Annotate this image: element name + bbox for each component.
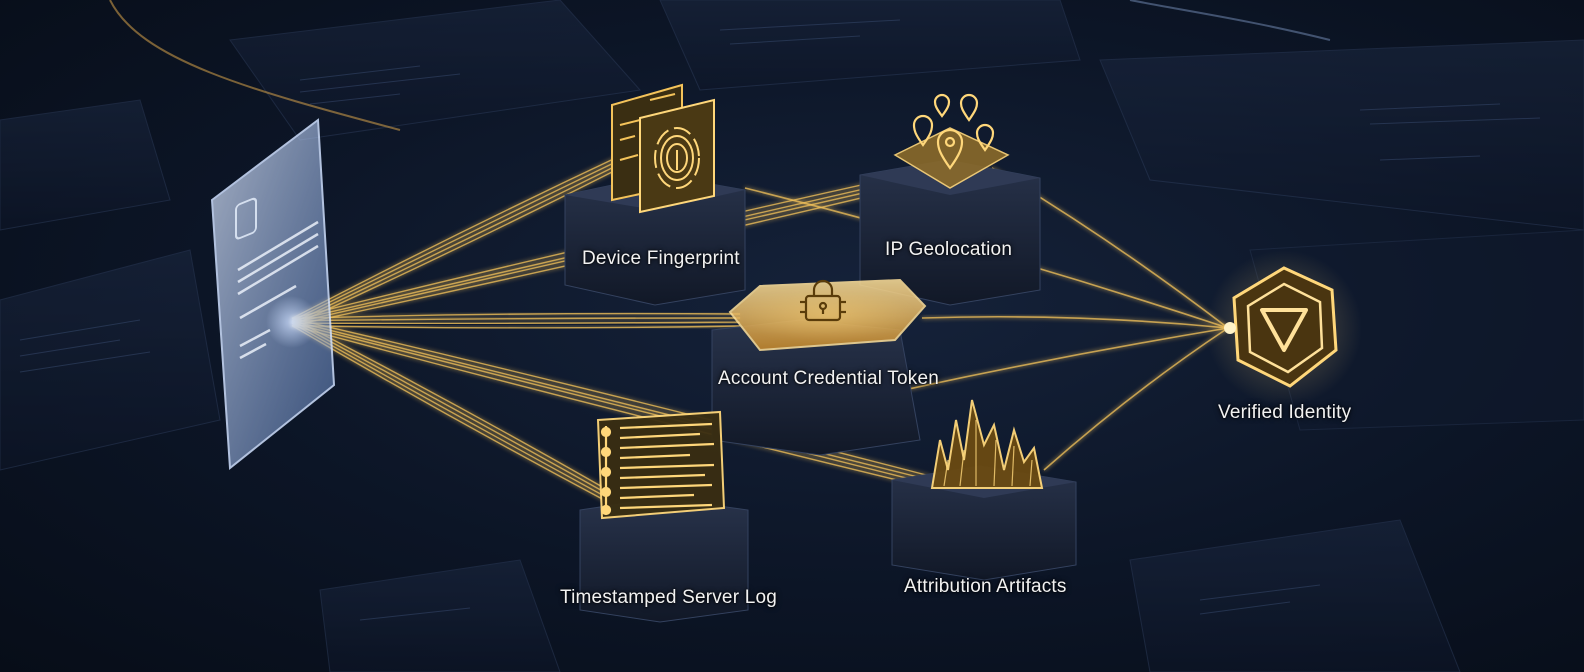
edge-source-document-to-device-fingerprint-strand-0 bbox=[291, 153, 625, 320]
node-label-attribution-artifacts: Attribution Artifacts bbox=[904, 576, 1067, 597]
ip-geolocation-icon bbox=[859, 93, 1041, 306]
edge-attribution-artifacts-to-verified-identity bbox=[1043, 327, 1229, 471]
timestamped-server-log-icon bbox=[579, 410, 749, 623]
edge-source-document-to-timestamped-server-log-strand-2 bbox=[291, 322, 607, 498]
edge-source-document-to-attribution-artifacts-strand-3 bbox=[291, 324, 931, 489]
attribution-artifacts-icon bbox=[891, 399, 1077, 581]
device-fingerprint-icon bbox=[564, 83, 746, 306]
source-document-icon bbox=[210, 118, 336, 470]
edge-source-document-to-timestamped-server-log-strand-3 bbox=[291, 324, 607, 502]
edge-source-document-to-attribution-artifacts-strand-0 bbox=[291, 317, 931, 477]
edge-source-document-to-device-fingerprint-strand-2 bbox=[291, 161, 625, 324]
node-label-ip-geolocation: IP Geolocation bbox=[885, 239, 1013, 260]
account-credential-token-icon bbox=[711, 278, 927, 456]
node-label-timestamped-server-log: Timestamped Server Log bbox=[560, 587, 778, 608]
edge-source-document-to-account-credential-token-strand-0 bbox=[291, 312, 741, 320]
node-label-account-credential-token: Account Credential Token bbox=[718, 368, 939, 389]
node-label-verified-identity: Verified Identity bbox=[1218, 402, 1352, 423]
edge-source-document-to-device-fingerprint-strand-1 bbox=[291, 157, 625, 322]
background-panel-text-lines bbox=[19, 19, 1541, 621]
edge-source-document-to-account-credential-token-strand-1 bbox=[291, 317, 741, 322]
edge-source-document-to-account-credential-token-strand-3 bbox=[291, 324, 741, 329]
edge-source-document-to-timestamped-server-log-strand-0 bbox=[291, 317, 607, 490]
edge-source-document-to-account-credential-token-strand-2 bbox=[291, 321, 741, 325]
edge-account-credential-token-to-verified-identity bbox=[921, 315, 1229, 329]
edge-source-document-to-attribution-artifacts-strand-1 bbox=[291, 320, 931, 481]
edge-source-document-to-attribution-artifacts-strand-2 bbox=[291, 322, 931, 485]
node-label-device-fingerprint: Device Fingerprint bbox=[582, 248, 740, 269]
edge-source-document-to-device-fingerprint-strand-3 bbox=[291, 165, 625, 327]
edge-source-document-to-timestamped-server-log-strand-1 bbox=[291, 320, 607, 494]
verified-identity-icon bbox=[1206, 250, 1362, 406]
